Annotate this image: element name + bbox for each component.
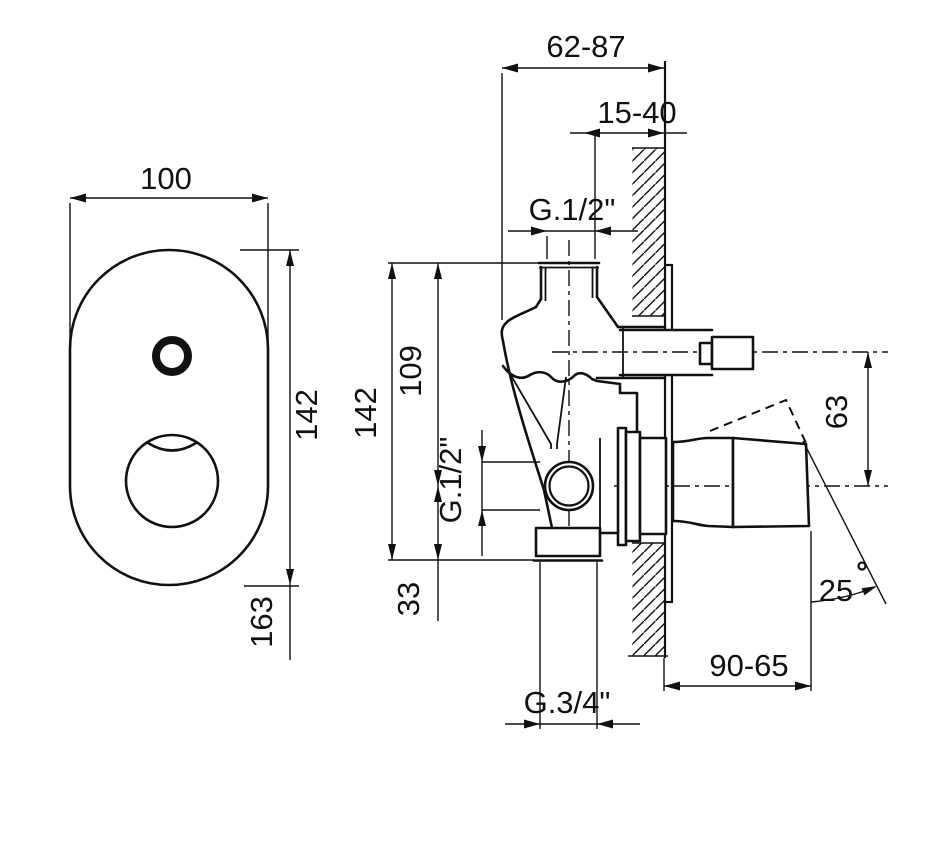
dim-top-thread: G.1/2" [508,192,638,259]
body-height-label: 142 [348,387,383,439]
cartridge-stem [618,328,755,377]
dim-bottom-thread: G.3/4" [505,685,640,729]
handle-cone [731,436,811,529]
side-view: 62-87 15-40 G.1/2" 142 [348,29,888,729]
handle-tilted-position [709,398,807,444]
plate-height-label: 142 [289,389,324,441]
handle-knob [124,433,220,529]
handle-assembly [616,398,811,547]
front-view: 100 142 163 [68,161,324,660]
dim-plate-adjust: 15-40 [570,95,687,259]
dim-side-thread: G.1/2" [433,430,540,556]
handle-knob-notch [146,441,198,452]
recess-depth-label: 62-87 [546,29,625,64]
top-thread-label: G.1/2" [529,192,616,227]
plate-total-height-label: 163 [244,596,279,648]
dim-handle-projection: 90-65 [663,648,811,691]
axis-offset-label: 63 [819,395,854,429]
valve-body [500,261,667,729]
dim-axis-offset: 63 [819,352,872,486]
dim-handle-angle: 25 [802,440,887,691]
dim-recess-depth: 62-87 [501,29,664,320]
handle-angle-label: 25 [819,573,853,608]
bottom-thread-label: G.3/4" [524,685,611,720]
handle-projection-label: 90-65 [709,648,788,683]
plate-adjust-label: 15-40 [597,95,676,130]
dim-plate-height: 142 163 [240,249,324,660]
dim-heights: 142 109 33 [348,262,541,621]
outlet-to-bottom-label: 33 [391,582,426,616]
trim-plate [68,248,270,587]
degree-symbol [857,561,867,571]
side-thread-label: G.1/2" [433,437,468,524]
diverter-button [152,336,192,376]
top-to-outlet-label: 109 [393,345,428,397]
wall-section [628,61,674,658]
plate-width-label: 100 [140,161,192,196]
dim-plate-width: 100 [69,161,269,345]
